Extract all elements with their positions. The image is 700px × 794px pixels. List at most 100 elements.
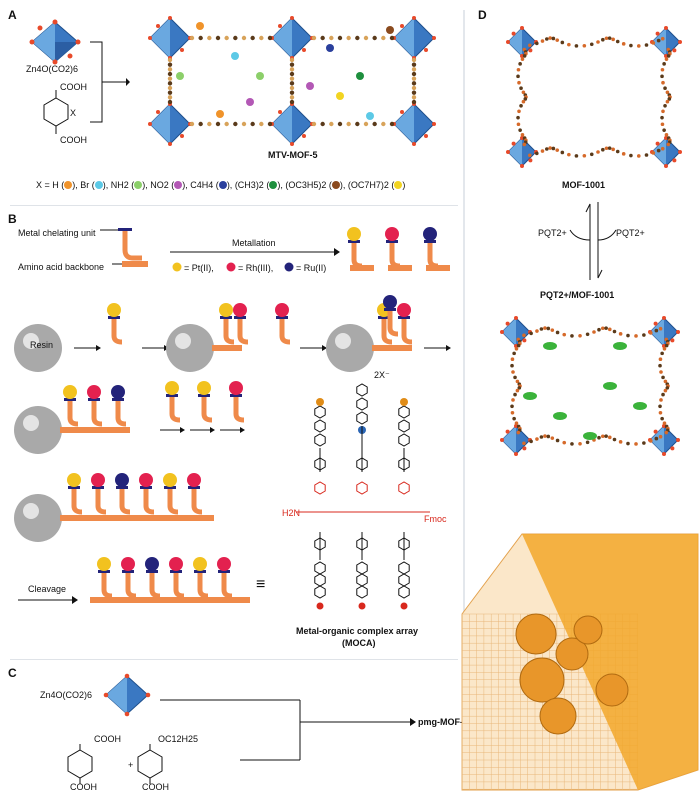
rh-sphere: [233, 303, 247, 317]
polyether-atom: [658, 363, 662, 368]
monomer-unit: [100, 228, 148, 267]
polyether-atom: [663, 388, 668, 393]
x-color-dot: [218, 181, 227, 189]
polyether-atom: [601, 326, 605, 331]
divider-vertical: [463, 10, 465, 650]
panel-c-cooh-3: COOH: [142, 782, 169, 792]
pyridine-ring: [398, 419, 410, 433]
linker-atom: [389, 35, 395, 41]
phenyl-ring: [314, 481, 326, 495]
bdc-linker-structure: [43, 90, 69, 134]
polyether-atom: [589, 42, 594, 47]
chelating-unit: [384, 308, 396, 311]
x-substituent-item: NO2 (),: [150, 180, 191, 190]
backbone-stem: [197, 572, 209, 599]
x-color-dot: [64, 181, 73, 189]
step-arrowhead: [240, 427, 245, 433]
pyridine-ring: [356, 411, 368, 425]
zn-cluster: [270, 16, 314, 60]
polyether-atom: [660, 122, 665, 127]
polyether-atom: [574, 154, 579, 158]
step-arrowhead: [322, 345, 327, 351]
substituent-dot: [306, 82, 314, 90]
pmg-mof5-cube: [461, 533, 699, 791]
polyether-atom: [567, 42, 571, 47]
linker-atom: [320, 121, 325, 127]
linker-atom: [167, 62, 173, 67]
pqt-left-label: PQT2+: [538, 228, 567, 238]
polyether-atom: [636, 154, 641, 158]
linker-atom: [289, 71, 295, 77]
mof1001-label: MOF-1001: [562, 180, 606, 190]
panel-letter-c: C: [8, 666, 17, 680]
rh-sphere: [397, 303, 411, 317]
polyether-atom: [612, 437, 617, 442]
moca-structure: [296, 383, 430, 610]
linker-atom: [355, 35, 360, 41]
resin-bead: [14, 406, 62, 454]
panel-c-oc12h25: OC12H25: [158, 734, 199, 744]
linker-atom: [411, 90, 417, 95]
rh-sphere: [275, 303, 289, 317]
chelating-unit: [108, 316, 120, 319]
chelating-unit: [88, 398, 100, 401]
pqt-guest: [613, 342, 627, 350]
panel-c-plus: +: [128, 760, 134, 770]
linker-atom: [372, 35, 377, 41]
zn-cluster: [648, 424, 680, 456]
pt-center: [316, 602, 324, 610]
polyether-atom: [562, 332, 567, 337]
pore-cavity: [555, 637, 589, 671]
polyether-atom: [658, 434, 663, 439]
linker-atom: [198, 35, 203, 41]
polyether-atom: [661, 80, 665, 85]
polyether-atom: [518, 128, 522, 132]
linker-atom: [289, 85, 295, 91]
polyether-atom: [660, 115, 664, 120]
pyridine-ring: [314, 405, 326, 419]
moca-title: Metal-organic complex array: [296, 626, 419, 636]
metal-sphere: [115, 473, 129, 487]
backbone-stem: [191, 488, 203, 515]
polyether-atom: [520, 57, 525, 61]
resin-growth-row: [14, 381, 245, 454]
chelating-unit: [68, 486, 80, 489]
polyether-atom: [666, 54, 671, 58]
linker-atom: [250, 35, 255, 41]
polyether-atom: [517, 80, 521, 85]
polyether-atom: [516, 122, 521, 127]
polyether-atom: [546, 434, 551, 439]
polyether-atom: [522, 142, 527, 147]
resin-bead: [14, 494, 62, 542]
polyether-atom: [666, 142, 671, 147]
polyether-atom: [661, 375, 665, 380]
chelating-unit: [166, 394, 178, 397]
polyether-atom: [662, 62, 666, 66]
polyether-atom: [539, 327, 544, 331]
pore-cavity: [595, 673, 629, 707]
panel-c-cooh-2: COOH: [70, 782, 97, 792]
polyether-atom: [658, 326, 663, 331]
polyether-atom: [658, 357, 663, 362]
equivalence-sign: ≡: [256, 576, 266, 593]
chelating-unit: [398, 316, 410, 319]
cleaved-moca: [90, 557, 250, 603]
polyether-atom: [592, 330, 596, 334]
panel-c-formula: Zn4O(CO2)6: [40, 690, 93, 700]
pt-sphere: [197, 381, 211, 395]
resin-full-row: [14, 473, 214, 542]
ru-sphere: [383, 295, 397, 309]
panel-c-zn-cluster-icon: [103, 673, 151, 717]
polyether-atom: [578, 333, 582, 338]
polyether-atom: [618, 440, 623, 444]
linker-atom: [363, 121, 369, 127]
step-arrowhead: [446, 345, 451, 351]
divider-bc: [10, 659, 458, 660]
polyether-atom: [582, 153, 587, 158]
metal-chelating-label: Metal chelating unit: [18, 228, 96, 238]
polyether-atom: [604, 326, 608, 330]
x-substituent-item: NH2 (),: [110, 180, 151, 190]
resin-highlight: [23, 333, 39, 349]
chelating-unit: [194, 570, 206, 573]
polyether-atom: [660, 351, 664, 356]
